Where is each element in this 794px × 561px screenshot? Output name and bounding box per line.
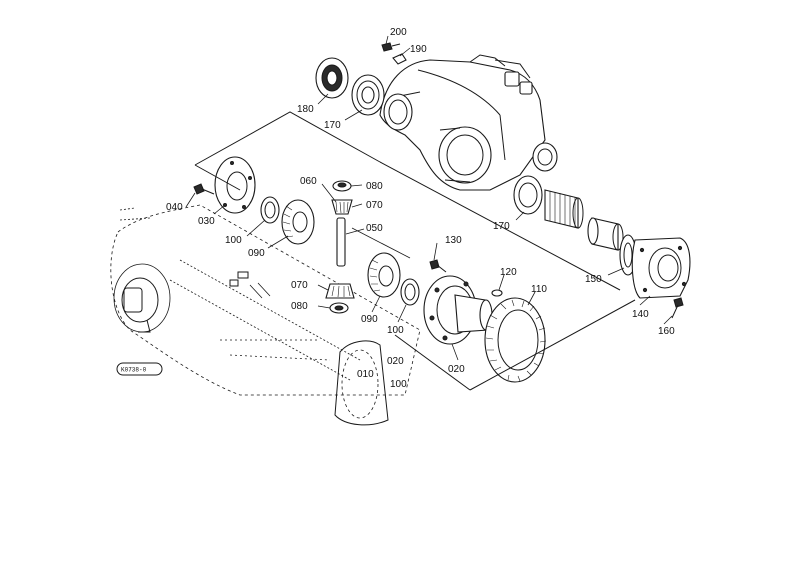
figure-code: K0738-0 bbox=[121, 367, 147, 374]
pinion-gear-070-top bbox=[331, 199, 353, 215]
bolt-130 bbox=[429, 259, 447, 273]
differential-case-020 bbox=[423, 275, 493, 345]
label-100-housing: 100 bbox=[390, 379, 407, 390]
label-150: 150 bbox=[585, 274, 602, 285]
label-050: 050 bbox=[366, 223, 383, 234]
cover-140 bbox=[631, 237, 691, 299]
pinion-gear-070-bottom bbox=[325, 283, 355, 299]
label-090-left: 090 bbox=[248, 248, 265, 259]
thrust-washer-100-left bbox=[260, 196, 280, 224]
pin-120 bbox=[491, 289, 503, 297]
label-020-case: 020 bbox=[448, 364, 465, 375]
bearing-180 bbox=[315, 57, 349, 99]
label-090-right: 090 bbox=[361, 314, 378, 325]
label-180: 180 bbox=[297, 104, 314, 115]
figure-code-badge: K0738-0 bbox=[116, 362, 163, 376]
bolt-160 bbox=[671, 297, 684, 319]
gear-case-housing bbox=[379, 54, 558, 191]
label-170-bottom: 170 bbox=[493, 221, 510, 232]
clip-190 bbox=[392, 53, 407, 65]
label-020-housing: 020 bbox=[387, 356, 404, 367]
coupler bbox=[587, 217, 624, 251]
label-030: 030 bbox=[198, 216, 215, 227]
pinion-shaft-050 bbox=[336, 217, 346, 267]
ring-gear-110 bbox=[484, 297, 547, 383]
bolt-040 bbox=[193, 183, 215, 195]
pinion-gear-080-top bbox=[332, 180, 352, 192]
label-070-bottom: 070 bbox=[291, 280, 308, 291]
reference-lines bbox=[194, 111, 636, 391]
label-070-top: 070 bbox=[366, 200, 383, 211]
label-060: 060 bbox=[300, 176, 317, 187]
side-gear-090-right bbox=[367, 252, 401, 298]
bolt-200 bbox=[381, 42, 401, 52]
label-130: 130 bbox=[445, 235, 462, 246]
label-100-right: 100 bbox=[387, 325, 404, 336]
part-labels: 200 190 180 170 060 080 070 040 030 100 … bbox=[166, 27, 675, 390]
label-190: 190 bbox=[410, 44, 427, 55]
label-200: 200 bbox=[390, 27, 407, 38]
collapsible-spacer bbox=[544, 189, 584, 229]
label-120: 120 bbox=[500, 267, 517, 278]
bearing-170-top bbox=[351, 74, 385, 116]
label-110: 110 bbox=[531, 284, 547, 295]
side-gear-090-left bbox=[281, 199, 315, 245]
label-040: 040 bbox=[166, 202, 183, 213]
label-170-top: 170 bbox=[324, 120, 341, 131]
flange-030 bbox=[214, 156, 256, 214]
label-080-top: 080 bbox=[366, 181, 383, 192]
label-080-bottom: 080 bbox=[291, 301, 308, 312]
label-140: 140 bbox=[632, 309, 649, 320]
label-160: 160 bbox=[658, 326, 675, 337]
axle-housing-010 bbox=[110, 204, 421, 426]
bearing-170-bottom bbox=[513, 175, 543, 215]
pinion-gear-080-bottom bbox=[329, 302, 349, 314]
leader-lines bbox=[185, 35, 673, 361]
label-100-left: 100 bbox=[225, 235, 242, 246]
thrust-washer-100-right bbox=[400, 278, 420, 306]
label-010: 010 bbox=[357, 369, 374, 380]
